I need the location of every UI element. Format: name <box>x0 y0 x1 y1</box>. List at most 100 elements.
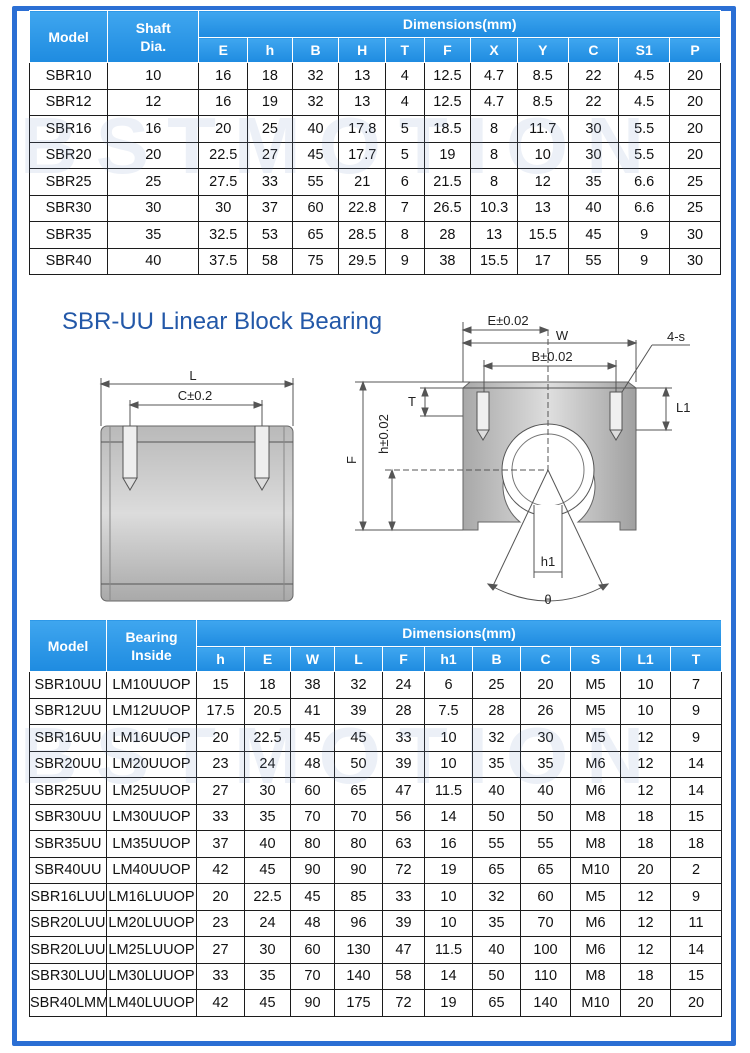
model-cell: SBR20 <box>28 141 109 169</box>
value-cell: 20 <box>196 724 245 752</box>
front-view <box>355 322 690 602</box>
label-L: L <box>189 368 196 383</box>
label-W: W <box>556 328 569 343</box>
value-cell: 28.5 <box>338 221 387 249</box>
value-cell: 7 <box>385 194 425 222</box>
value-cell: 30 <box>669 247 721 275</box>
value-cell: 40 <box>472 777 521 805</box>
model-cell: SBR40LMM <box>29 989 107 1017</box>
value-cell: 47 <box>382 777 425 805</box>
value-cell: 20 <box>520 671 571 699</box>
value-cell: 40 <box>291 115 340 143</box>
model-header: Model <box>28 10 109 63</box>
value-cell: 5.5 <box>618 115 671 143</box>
value-cell: 10 <box>424 724 473 752</box>
value-cell: 13 <box>338 62 387 90</box>
value-cell: 6.6 <box>618 168 671 196</box>
value-cell: 22 <box>567 88 620 116</box>
value-cell: 4.7 <box>470 62 518 90</box>
model-cell: SBR30LUU <box>29 962 107 990</box>
value-cell: 12 <box>620 909 671 937</box>
value-cell: 28 <box>423 221 472 249</box>
value-cell: 32 <box>334 671 383 699</box>
value-cell: 9 <box>618 247 671 275</box>
value-cell: 19 <box>423 141 472 169</box>
col-header-h1: h1 <box>424 646 473 672</box>
value-cell: 12 <box>107 88 200 116</box>
label-B: B±0.02 <box>531 349 572 364</box>
value-cell: M6 <box>570 909 621 937</box>
value-cell: 90 <box>334 856 383 884</box>
value-cell: 23 <box>196 750 245 778</box>
value-cell: 53 <box>247 221 293 249</box>
value-cell: 40 <box>472 936 521 964</box>
value-cell: 26.5 <box>423 194 472 222</box>
col-header-t: T <box>669 646 723 672</box>
value-cell: 4 <box>385 88 425 116</box>
value-cell: 13 <box>338 88 387 116</box>
value-cell: LM16LUUOP <box>106 883 197 911</box>
value-cell: 8 <box>470 141 518 169</box>
value-cell: 15 <box>669 962 723 990</box>
value-cell: 30 <box>567 115 620 143</box>
value-cell: 45 <box>290 724 335 752</box>
value-cell: 50 <box>520 803 571 831</box>
value-cell: 58 <box>382 962 425 990</box>
value-cell: 8 <box>385 221 425 249</box>
label-4s: 4-s <box>667 329 686 344</box>
value-cell: 32 <box>472 724 521 752</box>
label-T: T <box>408 394 416 409</box>
value-cell: 110 <box>520 962 571 990</box>
value-cell: 8 <box>470 168 518 196</box>
value-cell: 20 <box>669 141 721 169</box>
value-cell: 32.5 <box>198 221 249 249</box>
value-cell: 12 <box>620 883 671 911</box>
value-cell: 4.5 <box>618 62 671 90</box>
value-cell: LM40LUUOP <box>106 989 197 1017</box>
value-cell: 39 <box>382 909 425 937</box>
value-cell: 85 <box>334 883 383 911</box>
value-cell: 20 <box>669 88 721 116</box>
value-cell: 9 <box>618 221 671 249</box>
col-header-l: L <box>334 646 383 672</box>
col-header-p: P <box>669 37 721 63</box>
value-cell: M6 <box>570 777 621 805</box>
model-cell: SBR16LUU <box>29 883 107 911</box>
value-cell: M5 <box>570 724 621 752</box>
value-cell: 4.7 <box>470 88 518 116</box>
value-cell: 42 <box>196 989 245 1017</box>
value-cell: 17.5 <box>196 697 245 725</box>
value-cell: 10 <box>424 750 473 778</box>
value-cell: 14 <box>424 962 473 990</box>
value-cell: 90 <box>290 856 335 884</box>
label-L1: L1 <box>676 400 690 415</box>
value-cell: 60 <box>290 777 335 805</box>
value-cell: M8 <box>570 803 621 831</box>
value-cell: 58 <box>247 247 293 275</box>
value-cell: 33 <box>382 724 425 752</box>
value-cell: 37 <box>196 830 245 858</box>
value-cell: LM12UUOP <box>106 697 197 725</box>
value-cell: 22.5 <box>198 141 249 169</box>
value-cell: 7.5 <box>424 697 473 725</box>
value-cell: 15 <box>196 671 245 699</box>
value-cell: 12 <box>620 936 671 964</box>
value-cell: 72 <box>382 856 425 884</box>
value-cell: LM35UUOP <box>106 830 197 858</box>
value-cell: 25 <box>669 168 721 196</box>
value-cell: 130 <box>334 936 383 964</box>
value-cell: 32 <box>291 88 340 116</box>
value-cell: 55 <box>291 168 340 196</box>
value-cell: 70 <box>520 909 571 937</box>
value-cell: 11.5 <box>424 936 473 964</box>
value-cell: LM16UUOP <box>106 724 197 752</box>
value-cell: 55 <box>520 830 571 858</box>
value-cell: 41 <box>290 697 335 725</box>
value-cell: 35 <box>244 803 291 831</box>
value-cell: M6 <box>570 750 621 778</box>
